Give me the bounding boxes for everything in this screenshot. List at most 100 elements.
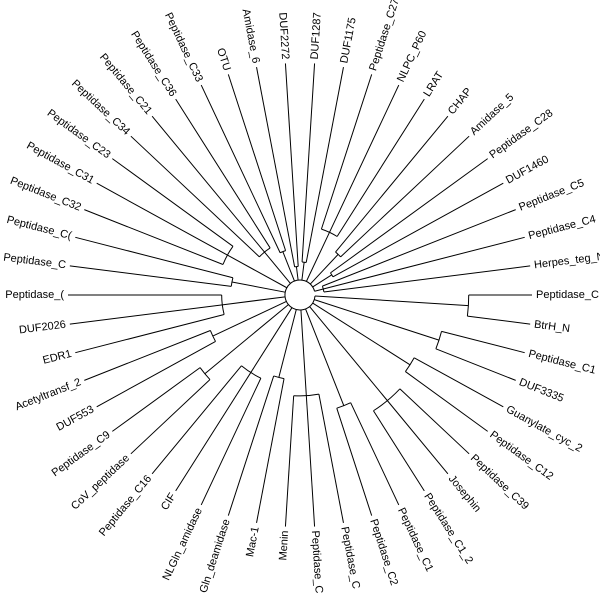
terminal-branch-14	[256, 378, 285, 523]
terminal-branch-22	[84, 330, 211, 381]
terminal-branch-34	[200, 84, 281, 253]
group-arc-10	[221, 294, 225, 315]
terminal-branch-30	[112, 158, 234, 247]
terminal-branch-48	[323, 236, 525, 290]
terminal-branch-41	[329, 84, 400, 233]
leaf-label: Acetyltransf_2	[14, 376, 83, 413]
terminal-branch-39	[305, 67, 344, 263]
leaf-label: Gln_deamidase	[198, 518, 233, 595]
group-arc-8	[199, 367, 211, 380]
group-arc-3	[373, 388, 401, 412]
terminal-branch-46	[332, 182, 504, 278]
terminal-branch-33	[175, 98, 271, 249]
terminal-branch-1	[467, 315, 531, 325]
group-stem-14	[282, 251, 295, 282]
leaf-label: DUF1460	[504, 153, 551, 186]
leaf-label: Peptidase_C	[309, 530, 325, 594]
terminal-branch-17	[175, 372, 252, 492]
leaf-label: Josephin	[446, 473, 483, 515]
leaf-label: NLPC_P60	[395, 29, 429, 84]
group-stem-4	[305, 308, 345, 406]
terminal-branch-35	[227, 74, 287, 251]
group-stem-3	[309, 306, 388, 401]
leaf-label: Peptidase_C1	[527, 348, 597, 377]
terminal-branch-28	[84, 209, 224, 265]
leaf-label: Peptidase_(	[5, 289, 64, 301]
group-arc-12	[222, 246, 234, 265]
terminal-branch-23	[75, 313, 225, 354]
group-stem-12	[227, 254, 288, 289]
leaf-label: CHAP	[446, 86, 475, 117]
leaf-label: Peptidase_C1	[395, 506, 435, 574]
leaf-labels: Peptidase_CBtrH_NPeptidase_C1DUF3335Guan…	[3, 0, 600, 595]
group-stem-19	[312, 274, 333, 288]
leaf-label: Peptidase_C31	[24, 140, 96, 187]
leaf-label: Peptidase_C	[338, 526, 362, 590]
terminal-branch-49	[323, 265, 531, 293]
group-stem-10	[222, 296, 286, 306]
terminal-branch-12	[305, 395, 316, 527]
leaf-label: BtrH_N	[533, 319, 570, 335]
terminal-branch-24	[69, 304, 223, 325]
terminal-branch-29	[96, 182, 228, 256]
leaf-label: Peptidase_C27	[367, 0, 402, 72]
terminal-branch-26	[69, 265, 232, 287]
leaf-label: DUF2272	[276, 12, 291, 60]
leaf-label: OTU	[214, 47, 233, 73]
terminal-branch-8	[373, 410, 425, 492]
group-arc-4	[336, 402, 351, 409]
group-stem-13	[264, 251, 291, 284]
leaf-label: Peptidase_C5	[517, 177, 586, 214]
tree-branches	[68, 63, 532, 527]
group-arc-14	[279, 250, 286, 254]
terminal-branch-20	[112, 367, 201, 432]
group-stem-1	[314, 299, 440, 341]
terminal-branch-27	[75, 236, 234, 279]
leaf-label: DUF3335	[517, 376, 565, 404]
leaf-label: DUF2026	[18, 319, 66, 337]
terminal-branch-47	[322, 209, 516, 287]
leaf-label: Peptidase_C4	[527, 213, 597, 242]
group-stem-2	[312, 302, 411, 366]
terminal-branch-40	[320, 74, 373, 230]
leaf-label: Peptidase_C33	[162, 11, 205, 84]
group-stem-9	[212, 300, 287, 337]
leaf-label: DUF1287	[309, 12, 324, 60]
group-stem-7	[250, 307, 293, 373]
root-arc	[284, 279, 316, 311]
terminal-branch-43	[335, 115, 449, 253]
terminal-branch-11	[318, 394, 344, 523]
leaf-label: Peptidase_C32	[8, 175, 82, 214]
terminal-branch-4	[413, 357, 504, 408]
terminal-branch-7	[386, 400, 449, 475]
leaf-label: Amidase_5	[468, 91, 516, 137]
leaf-label: Peptidase_C2	[367, 518, 400, 587]
group-stem-6	[278, 309, 297, 378]
terminal-branch-2	[441, 330, 525, 354]
terminal-branch-37	[284, 63, 299, 267]
leaf-label: Peptidase_C(	[5, 214, 73, 242]
leaf-label: LRAT	[421, 69, 446, 99]
leaf-label: DUF553	[54, 403, 96, 433]
leaf-label: CIF	[159, 491, 179, 513]
terminal-branch-32	[151, 115, 265, 253]
group-arc-13	[259, 247, 271, 258]
group-stem-8	[204, 304, 289, 375]
group-stem-16	[301, 262, 305, 281]
leaf-label: Peptidase_C	[536, 289, 599, 301]
leaf-label: NLGln_amidase	[161, 506, 205, 582]
group-stem-5	[300, 309, 307, 396]
leaf-label: Amidase_6	[240, 8, 262, 64]
terminal-branch-21	[96, 341, 216, 408]
leaf-label: DUF1175	[338, 17, 358, 65]
terminal-branch-45	[330, 158, 488, 274]
terminal-branch-13	[284, 395, 295, 527]
terminal-branch-9	[350, 402, 400, 506]
group-stem-20	[314, 288, 324, 292]
leaf-label: Herpes_teg_N	[533, 251, 600, 272]
terminal-branch-3	[435, 348, 516, 381]
terminal-branch-38	[301, 63, 316, 262]
terminal-branch-6	[399, 388, 470, 455]
terminal-branch-16	[200, 377, 262, 506]
